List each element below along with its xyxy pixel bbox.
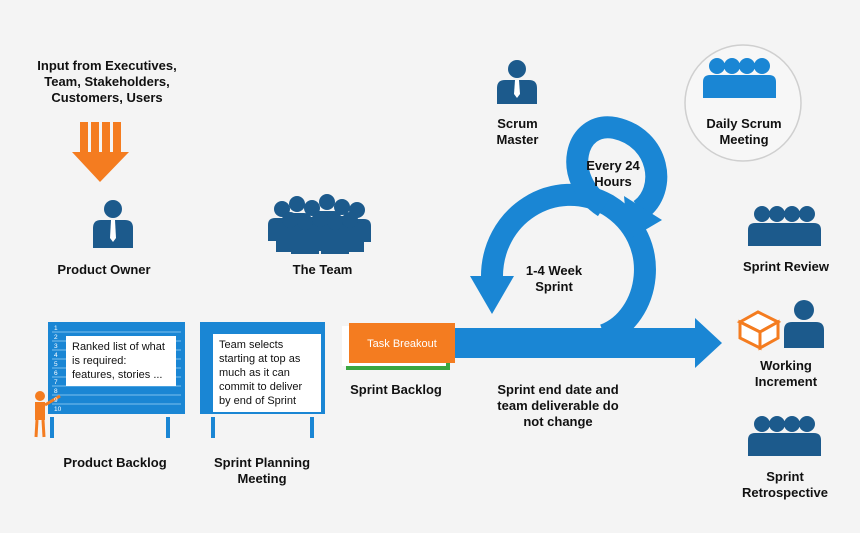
sprint-review-icon [748, 206, 821, 246]
daily-scrum-circle [684, 44, 802, 162]
input-label: Input from Executives, Team, Stakeholder… [37, 58, 177, 105]
sprint-retrospective-label: Sprint Retrospective [742, 469, 828, 500]
the-team-label: The Team [292, 262, 353, 277]
product-backlog-label: Product Backlog [63, 455, 167, 470]
backlog-note: Ranked list of what is required: feature… [66, 336, 176, 386]
daily-scrum-label: Daily Scrum Meeting [706, 116, 782, 147]
backlog-row-numbers: 1 2 3 4 5 6 7 8 9 10 [54, 324, 66, 414]
input-arrow-icon [72, 122, 129, 182]
row-number: 1 [54, 325, 58, 332]
loop-arrowhead-left [470, 276, 514, 314]
main-flow-arrow [455, 318, 722, 368]
product-owner-icon [93, 200, 133, 248]
scrum-master-label: Scrum Master [496, 116, 539, 147]
presenter-icon [34, 391, 61, 438]
daily-scrum-icon [703, 58, 776, 98]
row-number: 4 [54, 352, 58, 359]
sprint-review-label: Sprint Review [743, 259, 829, 274]
scrum-master-icon [497, 60, 537, 104]
package-box-icon [736, 310, 782, 351]
sprint-backlog-stack [342, 323, 455, 370]
sprint-length-label: 1-4 Week Sprint [525, 263, 583, 294]
planning-note: Team selects starting at top as much as … [213, 334, 321, 412]
loop-arrowhead-right [624, 196, 662, 240]
sprint-backlog-label: Sprint Backlog [350, 382, 442, 397]
sprint-loop-arrow [480, 116, 668, 346]
row-number: 7 [54, 379, 58, 386]
working-increment-person-icon [784, 300, 824, 348]
row-number: 6 [54, 370, 58, 377]
every-24-hours-label: Every 24 Hours [586, 158, 640, 189]
row-number: 5 [54, 361, 58, 368]
row-number: 8 [54, 388, 58, 395]
row-number: 10 [54, 406, 62, 413]
row-number: 9 [54, 397, 58, 404]
sprint-end-label: Sprint end date and team deliverable do … [497, 382, 619, 429]
working-increment-label: Working Increment [754, 358, 818, 389]
row-number: 2 [54, 334, 58, 341]
row-number: 3 [54, 343, 58, 350]
product-owner-label: Product Owner [57, 262, 151, 277]
sprint-retrospective-icon [748, 416, 821, 456]
sprint-planning-label: Sprint Planning Meeting [213, 455, 311, 486]
team-icon [268, 194, 371, 254]
task-breakout-label: Task Breakout [367, 338, 437, 350]
